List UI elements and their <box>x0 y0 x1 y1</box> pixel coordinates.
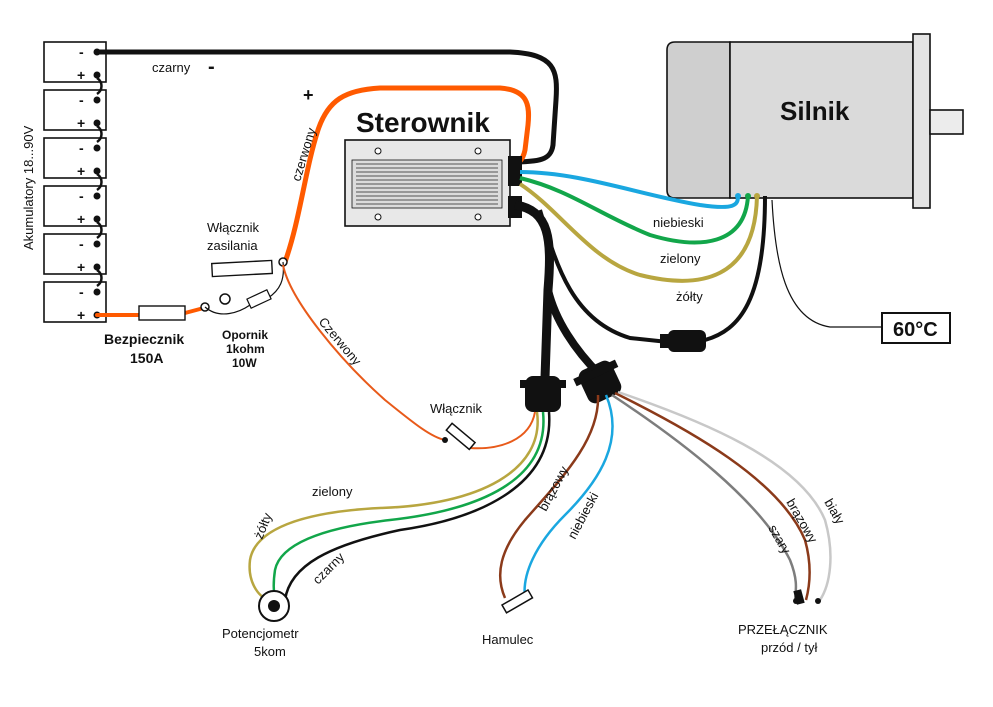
main-switch-line1: Włącznik <box>207 220 260 235</box>
plus-sign: + <box>77 307 85 323</box>
battery-label: Akumulatory 18...90V <box>21 125 36 250</box>
brake-switch-body <box>500 589 534 614</box>
wire-red-keyswitch <box>282 264 446 441</box>
plus-sign: + <box>77 211 85 227</box>
fuse-line2: 150A <box>130 350 163 366</box>
label-minus: - <box>208 56 215 78</box>
wire-pot-black <box>283 411 551 601</box>
brake-label: Hamulec <box>482 632 534 647</box>
dir-wire-grey: szary <box>765 522 794 557</box>
connector-pot <box>520 376 566 412</box>
motor <box>666 33 964 209</box>
battery-cell <box>43 185 107 227</box>
label-plus: + <box>303 85 314 105</box>
battery-cell <box>43 89 107 131</box>
plus-sign: + <box>77 163 85 179</box>
label-black-minus: czarny <box>152 60 191 75</box>
resistor-body <box>246 289 272 309</box>
direction-switch-contacts <box>793 589 821 605</box>
controller <box>344 139 522 227</box>
plus-sign: + <box>77 115 85 131</box>
battery-cell <box>43 281 107 323</box>
harness-branch <box>544 289 603 378</box>
wire-brake-brown <box>498 394 600 599</box>
label-yellow: żółty <box>676 289 703 304</box>
key-switch-body <box>445 422 477 451</box>
plus-sign: + <box>77 259 85 275</box>
wire-red-fuse <box>95 307 202 317</box>
battery-signs: - + - + - + - + - + - + <box>77 44 85 323</box>
battery-terminals <box>93 48 101 319</box>
battery-cell <box>43 41 107 83</box>
plus-sign: + <box>77 67 85 83</box>
wire-black-minus <box>94 49 559 165</box>
main-switch-line2: zasilania <box>207 238 258 253</box>
minus-sign: - <box>79 284 84 300</box>
main-switch <box>200 257 288 312</box>
motor-label: Silnik <box>780 96 850 126</box>
wire-pot-green <box>272 411 545 601</box>
wire-dir-brown <box>614 391 811 601</box>
potentiometer-icon <box>258 590 290 622</box>
label-blue: niebieski <box>653 215 704 230</box>
pot-line2: 5kom <box>254 644 286 659</box>
pot-line1: Potencjometr <box>222 626 299 641</box>
label-green: zielony <box>660 251 701 266</box>
wire-green <box>519 176 750 245</box>
dir-line2: przód / tył <box>761 640 817 655</box>
resistor-line3: 10W <box>232 356 257 370</box>
brake-wire-brown: brązowy <box>535 463 571 513</box>
label-red-switch: Czerwony <box>316 314 365 368</box>
minus-sign: - <box>79 92 84 108</box>
brake-wire-blue: niebieski <box>564 490 601 542</box>
key-switch-label: Włącznik <box>430 401 483 416</box>
wire-pot-yellow <box>248 411 539 602</box>
fuse-line1: Bezpiecznik <box>104 331 184 347</box>
resistor-line2: 1kohm <box>226 342 265 356</box>
wire-brake-blue <box>523 394 614 599</box>
pot-wire-black: czarny <box>310 549 348 587</box>
battery-cell <box>43 137 107 179</box>
wire-dir-white <box>617 390 832 601</box>
temp-sensor: 60°C <box>771 199 951 344</box>
temp-label: 60°C <box>893 319 938 341</box>
connector-switches <box>573 359 622 404</box>
connector-temp <box>660 330 706 352</box>
harness-main <box>514 200 554 379</box>
resistor-line1: Opornik <box>222 328 268 342</box>
fuse-body <box>138 305 186 321</box>
battery-cell <box>43 233 107 275</box>
wire-dir-grey <box>611 393 798 601</box>
wire-red-plus <box>282 85 532 265</box>
pot-wire-green: zielony <box>312 484 353 499</box>
minus-sign: - <box>79 236 84 252</box>
wire-blue <box>519 170 740 209</box>
minus-sign: - <box>79 44 84 60</box>
label-red-plus: czerwony <box>289 126 320 183</box>
minus-sign: - <box>79 188 84 204</box>
wire-yellow <box>518 182 759 283</box>
pot-wire-yellow: żółty <box>251 510 275 541</box>
dir-line1: PRZEŁĄCZNIK <box>738 622 828 637</box>
battery-pack <box>43 41 107 323</box>
controller-label: Sterownik <box>356 107 490 138</box>
minus-sign: - <box>79 140 84 156</box>
